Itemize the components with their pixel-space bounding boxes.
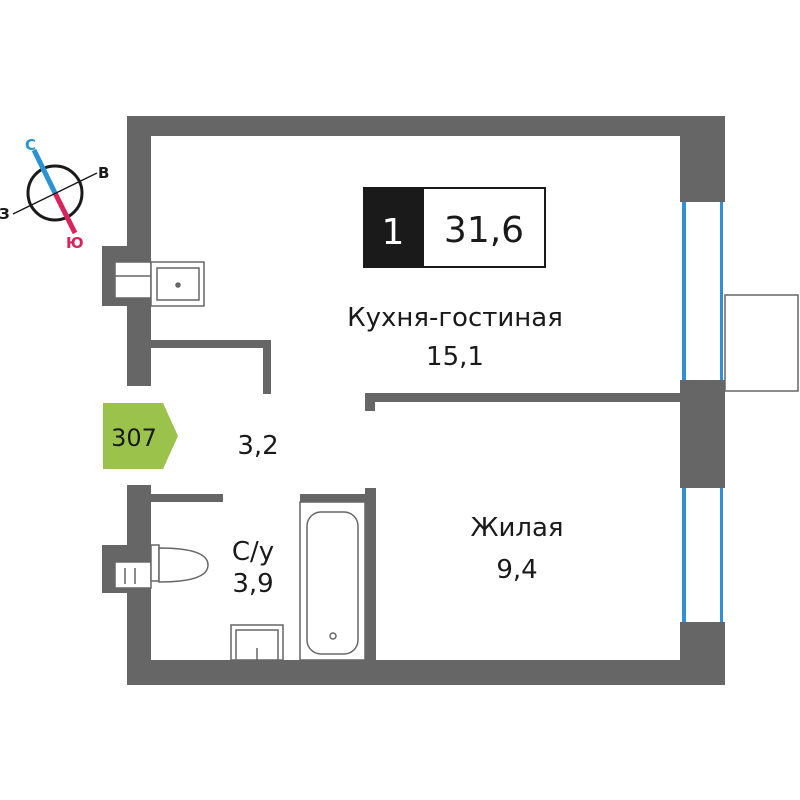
compass-east-label: В	[98, 164, 109, 182]
total-area: 31,6	[444, 210, 524, 251]
kitchen-sink-icon	[114, 261, 205, 307]
compass-north-label: С	[25, 136, 36, 154]
room-bathroom-name: С/у	[232, 537, 274, 567]
window-kitchen	[682, 202, 686, 380]
room-kitchen-name: Кухня-гостиная	[347, 303, 563, 333]
compass-west-label: З	[0, 205, 10, 223]
washbasin-icon	[230, 624, 284, 661]
total-area-badge	[422, 187, 546, 268]
window-bedroom	[682, 488, 686, 622]
room-kitchen-area: 15,1	[426, 342, 484, 372]
walls	[102, 116, 725, 685]
apartment-number-tag	[103, 403, 178, 469]
balcony	[724, 294, 799, 392]
compass-icon	[12, 148, 98, 235]
room-bedroom-name: Жилая	[470, 513, 563, 543]
room-bedroom-area: 9,4	[496, 555, 537, 585]
toilet-icon	[114, 544, 209, 589]
compass-south-label: Ю	[66, 234, 84, 252]
room-bathroom-area: 3,9	[232, 569, 273, 599]
room-corridor-area: 3,2	[237, 431, 278, 461]
apartment-number: 307	[111, 424, 157, 452]
room-count: 1	[382, 212, 405, 253]
bathtub-icon	[299, 501, 366, 661]
windows	[680, 202, 725, 622]
room-count-badge	[363, 187, 423, 268]
